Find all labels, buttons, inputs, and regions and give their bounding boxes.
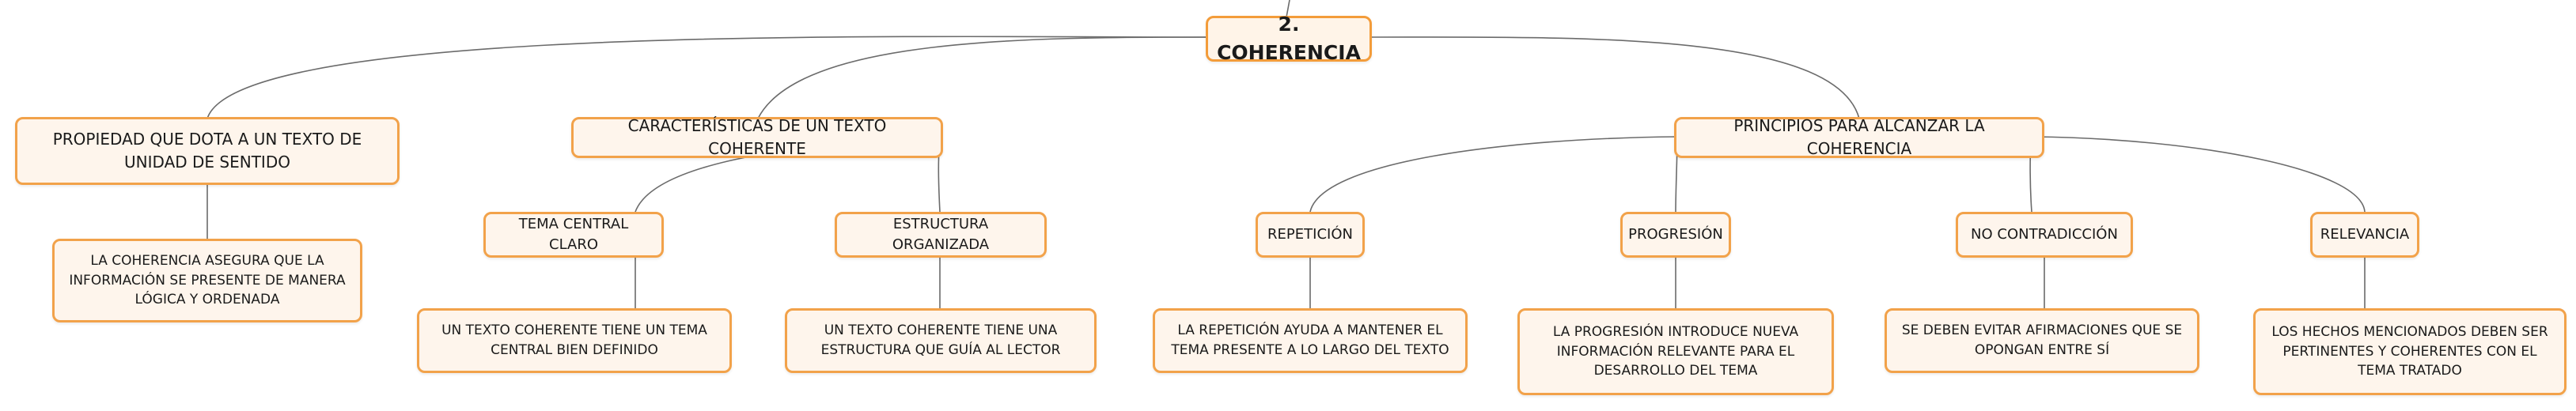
tema-central-detail-node[interactable]: UN TEXTO COHERENTE TIENE UN TEMA CENTRAL… [417, 308, 732, 373]
no-contradiccion-detail-node[interactable]: SE DEBEN EVITAR AFIRMACIONES QUE SE OPON… [1885, 308, 2199, 373]
branch-definition-label: PROPIEDAD QUE DOTA A UN TEXTO DE UNIDAD … [52, 130, 362, 172]
connector [2031, 136, 2366, 213]
branch-characteristics-node[interactable]: CARACTERÍSTICAS DE UN TEXTO COHERENTE [571, 116, 943, 158]
relevancia-label: RELEVANCIA [2320, 225, 2410, 243]
estructura-label: ESTRUCTURA ORGANIZADA [892, 215, 990, 253]
branch-principles-node[interactable]: PRINCIPIOS PARA ALCANZAR LA COHERENCIA [1674, 116, 2044, 158]
estructura-detail-text: UN TEXTO COHERENTE TIENE UNA ESTRUCTURA … [820, 322, 1061, 358]
estructura-detail-node[interactable]: UN TEXTO COHERENTE TIENE UNA ESTRUCTURA … [785, 308, 1097, 373]
no-contradiccion-label: NO CONTRADICCIÓN [1971, 225, 2118, 243]
relevancia-node[interactable]: RELEVANCIA [2310, 212, 2419, 258]
tema-central-label: TEMA CENTRAL CLARO [518, 215, 629, 253]
definition-detail-text: LA COHERENCIA ASEGURA QUE LA INFORMACIÓN… [69, 253, 346, 308]
progresion-label: PROGRESIÓN [1628, 225, 1723, 243]
repeticion-detail-node[interactable]: LA REPETICIÓN AYUDA A MANTENER EL TEMA P… [1153, 308, 1468, 373]
connector [1309, 136, 1678, 213]
repeticion-detail-text: LA REPETICIÓN AYUDA A MANTENER EL TEMA P… [1171, 322, 1449, 358]
tema-central-detail-text: UN TEXTO COHERENTE TIENE UN TEMA CENTRAL… [441, 322, 707, 358]
repeticion-node[interactable]: REPETICIÓN [1256, 212, 1365, 258]
connector [757, 36, 1207, 119]
progresion-detail-text: LA PROGRESIÓN INTRODUCE NUEVA INFORMACIÓ… [1552, 324, 1799, 379]
estructura-node[interactable]: ESTRUCTURA ORGANIZADA [835, 212, 1047, 258]
tema-central-node[interactable]: TEMA CENTRAL CLARO [483, 212, 664, 258]
no-contradiccion-detail-text: SE DEBEN EVITAR AFIRMACIONES QUE SE OPON… [1901, 322, 2183, 358]
progresion-node[interactable]: PROGRESIÓN [1620, 212, 1731, 258]
root-label: 2. COHERENCIA [1217, 12, 1361, 64]
connector [206, 36, 1207, 119]
branch-characteristics-label: CARACTERÍSTICAS DE UN TEXTO COHERENTE [627, 116, 887, 158]
relevancia-detail-node[interactable]: LOS HECHOS MENCIONADOS DEBEN SER PERTINE… [2253, 308, 2567, 395]
connector [1371, 36, 1860, 119]
relevancia-detail-text: LOS HECHOS MENCIONADOS DEBEN SER PERTINE… [2271, 324, 2548, 379]
branch-definition-node[interactable]: PROPIEDAD QUE DOTA A UN TEXTO DE UNIDAD … [15, 117, 400, 185]
progresion-detail-node[interactable]: LA PROGRESIÓN INTRODUCE NUEVA INFORMACIÓ… [1517, 308, 1834, 395]
branch-principles-label: PRINCIPIOS PARA ALCANZAR LA COHERENCIA [1733, 116, 1985, 158]
definition-detail-node[interactable]: LA COHERENCIA ASEGURA QUE LA INFORMACIÓN… [52, 239, 362, 322]
root-node[interactable]: 2. COHERENCIA [1206, 13, 1372, 64]
repeticion-label: REPETICIÓN [1267, 225, 1353, 243]
no-contradiccion-node[interactable]: NO CONTRADICCIÓN [1956, 212, 2133, 258]
